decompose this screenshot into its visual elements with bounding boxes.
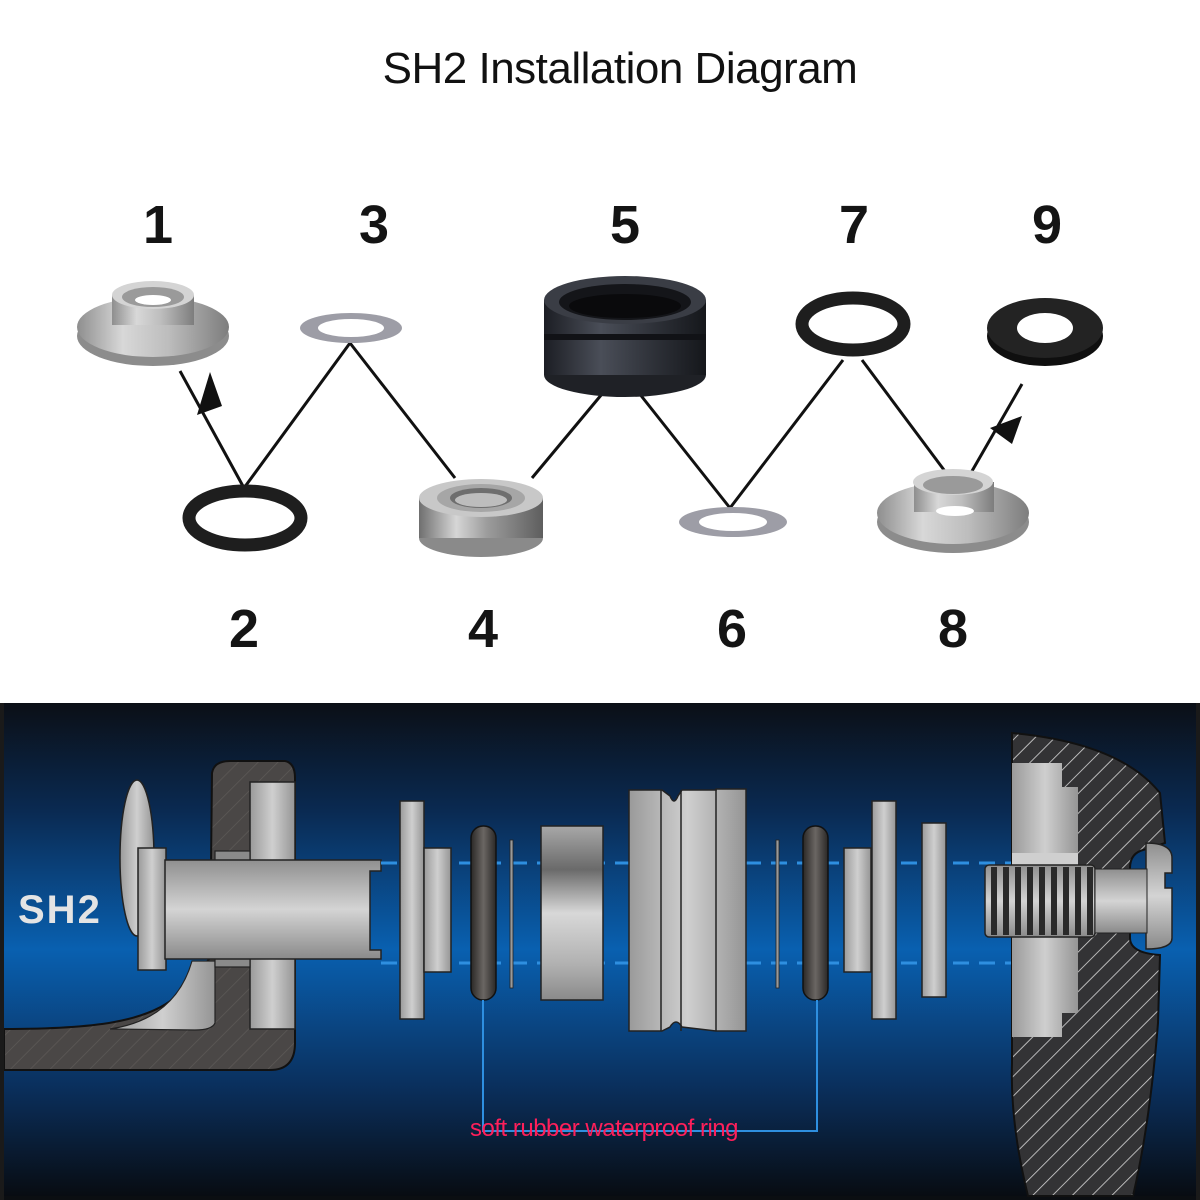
shaft-label: SH2 [18, 888, 102, 932]
part-number-1: 1 [142, 195, 174, 255]
arrow-down-icon [990, 416, 1022, 444]
exploded-parts-panel: SH2 Installation Diagram [77, 44, 1103, 659]
part-number-4: 4 [467, 599, 499, 659]
part-number-3: 3 [358, 195, 390, 255]
cross-section-illustration [0, 703, 1200, 1200]
part-number-9: 9 [1031, 195, 1063, 255]
part-1-bushing [77, 281, 229, 366]
part-number-5: 5 [609, 195, 641, 255]
part-9-washer [987, 298, 1103, 366]
ring-label: soft rubber waterproof ring [470, 1115, 738, 1142]
part-4-bearing [419, 479, 543, 557]
connector-lines [178, 342, 1024, 509]
part-3-shim [300, 313, 402, 343]
parts-illustration [77, 276, 1103, 557]
part-5-sleeve [544, 276, 706, 397]
part-8-bushing [877, 469, 1029, 553]
arrow-up-icon [197, 372, 222, 415]
part-2-oring [182, 484, 308, 552]
part-number-8: 8 [937, 599, 969, 659]
ring-bracket [482, 1000, 818, 1132]
part-6-shim [679, 507, 787, 537]
part-number-2: 2 [228, 599, 260, 659]
cross-section-panel: SH2 soft rubber waterproof ring [0, 703, 1200, 1200]
part-number-7: 7 [838, 195, 870, 255]
part-number-6: 6 [716, 599, 748, 659]
part-7-oring [795, 291, 911, 357]
diagram-title: SH2 Installation Diagram [382, 44, 858, 93]
screw-threads [991, 867, 1093, 935]
